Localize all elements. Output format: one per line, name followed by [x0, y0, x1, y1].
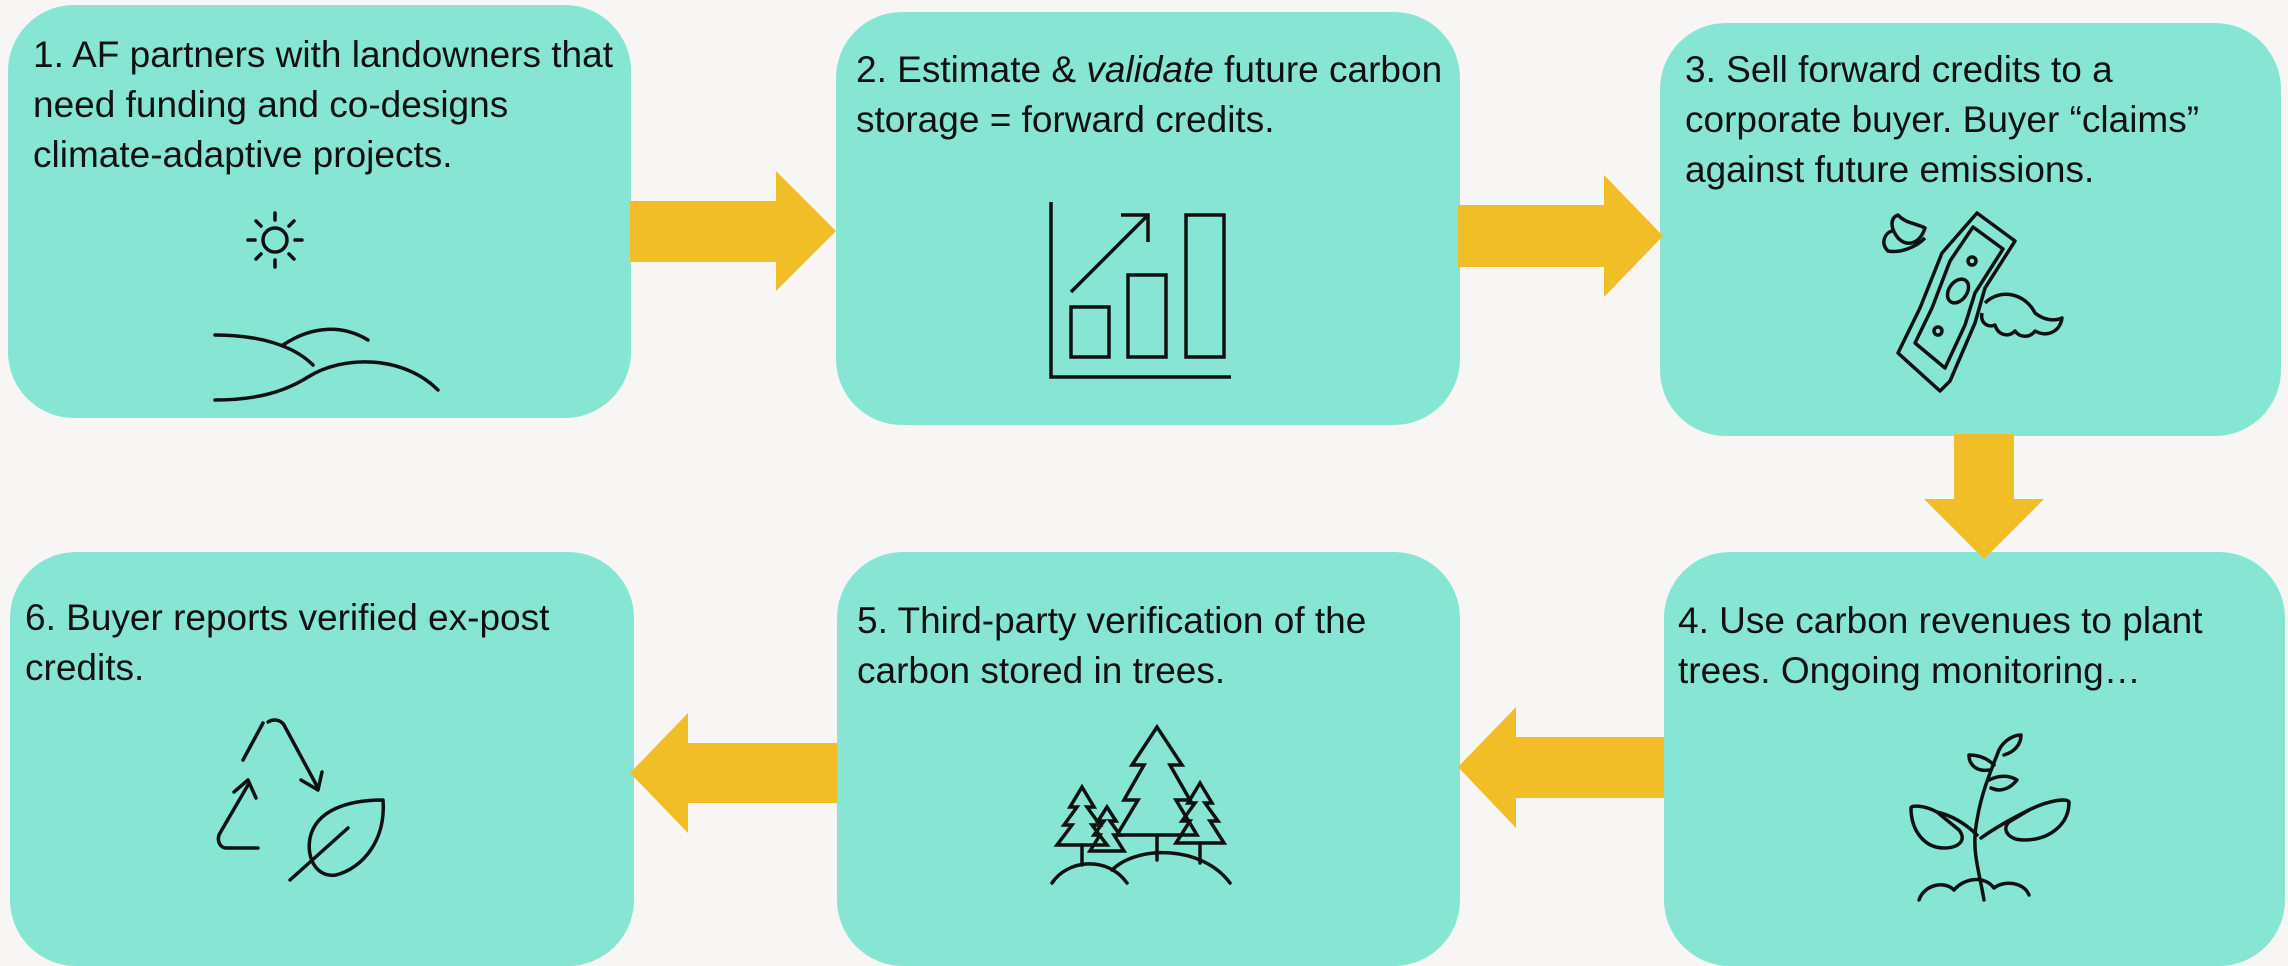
step-4-box: 4. Use carbon revenues to plant trees. O…: [1664, 552, 2285, 966]
forest-trees-icon: [1050, 723, 1232, 885]
step-3-label: 3. Sell forward credits to a corporate b…: [1685, 49, 2200, 190]
flying-money-icon: [1880, 211, 2080, 413]
step-2-box: 2. Estimate & validate future carbon sto…: [836, 12, 1460, 425]
step-5-box: 5. Third-party verification of the carbo…: [837, 552, 1460, 966]
step-2-label: 2. Estimate & validate future carbon sto…: [856, 49, 1443, 140]
arrow-2-to-3: [1458, 175, 1664, 297]
arrow-4-to-5: [1458, 707, 1664, 828]
step-1-box: 1. AF partners with landowners that need…: [8, 5, 631, 418]
arrow-3-to-4: [1924, 434, 2044, 560]
step-6-label: 6. Buyer reports verified ex-post credit…: [25, 597, 550, 688]
step-4-label: 4. Use carbon revenues to plant trees. O…: [1678, 600, 2203, 691]
sun-over-hills-icon: [203, 205, 443, 415]
seedling-icon: [1909, 730, 2079, 910]
step-6-box: 6. Buyer reports verified ex-post credit…: [10, 552, 634, 966]
arrow-5-to-6: [630, 713, 838, 833]
step-5-label: 5. Third-party verification of the carbo…: [857, 600, 1367, 691]
step-1-label: 1. AF partners with landowners that need…: [33, 34, 613, 175]
recycle-leaf-icon: [208, 718, 388, 890]
arrow-1-to-2: [630, 171, 838, 291]
step-3-box: 3. Sell forward credits to a corporate b…: [1660, 23, 2281, 436]
bar-chart-growth-icon: [1046, 197, 1246, 392]
